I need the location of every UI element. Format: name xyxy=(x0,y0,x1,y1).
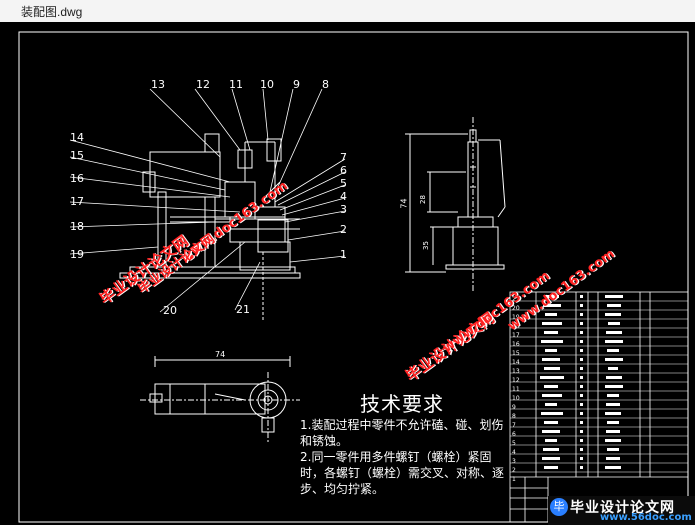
part-label-18: 18 xyxy=(70,220,84,233)
part-label-8: 8 xyxy=(322,78,329,91)
part-label-1: 1 xyxy=(340,248,347,261)
part-label-16: 16 xyxy=(70,172,84,185)
bom-row-number: 14 xyxy=(512,359,520,366)
brand-name: 毕业设计论文网 xyxy=(570,500,675,516)
part-label-13: 13 xyxy=(151,78,165,91)
drawing-canvas[interactable]: 21 20 19 18 17 16 15 14 13 12 11 10 9 8 … xyxy=(0,22,695,525)
bom-row-number: 13 xyxy=(512,368,520,375)
part-label-19: 19 xyxy=(70,248,84,261)
cad-drawing xyxy=(18,31,689,523)
bom-row-number: 7 xyxy=(512,422,516,429)
part-label-4: 4 xyxy=(340,190,347,203)
bom-row-number: 12 xyxy=(512,377,520,384)
part-label-2: 2 xyxy=(340,223,347,236)
title-bar: 装配图.dwg xyxy=(0,0,695,23)
bom-row-number: 3 xyxy=(512,458,516,465)
part-label-3: 3 xyxy=(340,203,347,216)
bom-row-number: 11 xyxy=(512,386,520,393)
part-label-17: 17 xyxy=(70,195,84,208)
bom-row-number: 21 xyxy=(512,296,520,303)
part-label-11: 11 xyxy=(229,78,243,91)
bom-row-number: 16 xyxy=(512,341,520,348)
dim-side-lower: 35 xyxy=(421,241,430,250)
bom-row-number: 4 xyxy=(512,449,516,456)
drawing-border xyxy=(18,31,689,523)
front-view-assembly xyxy=(119,133,301,322)
brand-logo-icon: 毕 xyxy=(550,498,568,516)
part-label-20: 20 xyxy=(163,304,177,317)
part-label-5: 5 xyxy=(340,177,347,190)
bom-row-number: 2 xyxy=(512,467,516,474)
part-label-7: 7 xyxy=(340,151,347,164)
bom-row-number: 17 xyxy=(512,332,520,339)
document-title: 装配图.dwg xyxy=(21,5,83,19)
bom-row-number: 18 xyxy=(512,323,520,330)
bom-row-number: 19 xyxy=(512,314,520,321)
part-label-10: 10 xyxy=(260,78,274,91)
bom-row-number: 20 xyxy=(512,305,520,312)
part-label-14: 14 xyxy=(70,131,84,144)
bom-row-number: 5 xyxy=(512,440,516,447)
part-label-21: 21 xyxy=(236,303,250,316)
bom-row-number: 9 xyxy=(512,404,516,411)
dim-side-height: 74 xyxy=(399,198,409,209)
bom-rows xyxy=(510,295,688,473)
requirement-item-1: 1.装配过程中零件不允许磕、碰、划伤和锈蚀。 xyxy=(300,418,504,448)
leader-lines xyxy=(69,88,346,313)
part-label-15: 15 xyxy=(70,149,84,162)
side-view-assembly xyxy=(405,117,506,292)
bom-row-number: 8 xyxy=(512,413,516,420)
part-label-6: 6 xyxy=(340,164,347,177)
brand-url: www.56doc.com xyxy=(600,512,692,523)
bom-row-number: 10 xyxy=(512,395,520,402)
requirement-item-2: 2.同一零件用多件螺钉（螺栓）紧固时，各螺钉（螺栓）需交叉、对称、逐步、均匀拧紧… xyxy=(300,450,505,496)
bom-row-number: 6 xyxy=(512,431,516,438)
bom-table xyxy=(509,291,689,523)
dim-side-upper: 28 xyxy=(418,195,427,204)
part-label-9: 9 xyxy=(293,78,300,91)
requirements-title: 技术要求 xyxy=(360,392,444,416)
bom-row-number: 1 xyxy=(512,476,516,483)
dim-top-width: 74 xyxy=(215,350,226,359)
brand-badge: 毕 毕业设计论文网 www.56doc.com xyxy=(548,496,695,525)
top-view-assembly xyxy=(140,356,300,442)
part-label-12: 12 xyxy=(196,78,210,91)
bom-row-number: 15 xyxy=(512,350,520,357)
